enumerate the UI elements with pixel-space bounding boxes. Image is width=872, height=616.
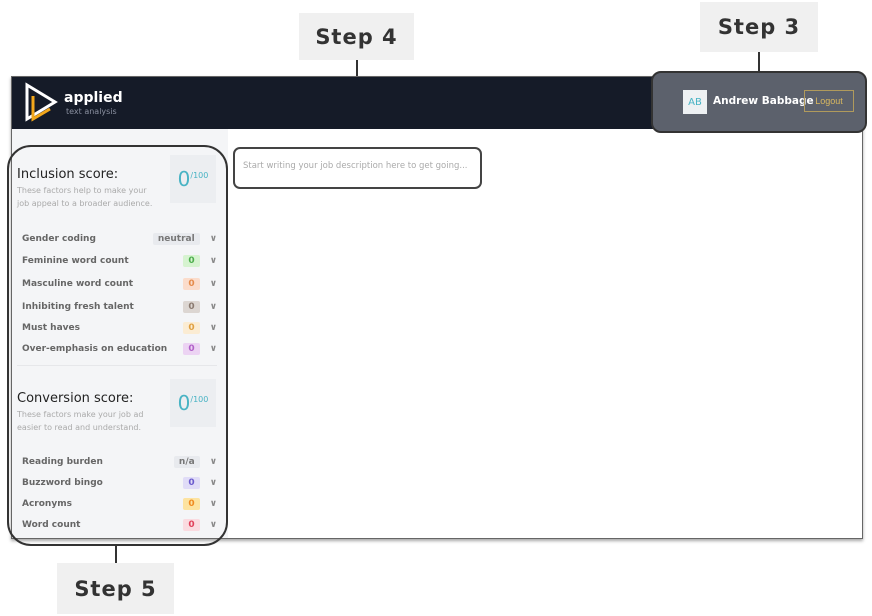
factor-label: Word count — [22, 520, 81, 530]
chevron-down-icon[interactable]: ∨ — [209, 256, 217, 266]
factor-badge: 0 — [183, 498, 200, 510]
factor-badge: n/a — [173, 456, 200, 468]
factor-label: Feminine word count — [22, 256, 129, 266]
step-3-label: Step 3 — [700, 2, 818, 52]
factor-row[interactable]: Over-emphasis on education 0 ∨ — [22, 342, 217, 356]
step-5-label: Step 5 — [57, 563, 174, 614]
step-3-connector — [758, 52, 760, 72]
brand-subtitle: text analysis — [66, 107, 117, 116]
factor-badge: 0 — [183, 519, 200, 531]
app-window: applied text analysis Inclusion score: T… — [11, 76, 863, 539]
chevron-down-icon[interactable]: ∨ — [209, 279, 217, 289]
conversion-score-max: /100 — [190, 394, 209, 404]
section-divider — [17, 365, 217, 366]
factor-label: Over-emphasis on education — [22, 344, 168, 354]
chevron-down-icon[interactable]: ∨ — [209, 457, 217, 467]
factor-row[interactable]: Inhibiting fresh talent 0 ∨ — [22, 300, 217, 314]
inclusion-section: Inclusion score: These factors help to m… — [17, 155, 217, 210]
sidebar-highlight — [7, 145, 228, 546]
factor-row[interactable]: Buzzword bingo 0 ∨ — [22, 476, 217, 490]
factor-label: Inhibiting fresh talent — [22, 302, 134, 312]
inclusion-score-max: /100 — [190, 170, 209, 180]
inclusion-description: These factors help to make your job appe… — [17, 186, 153, 208]
brand-name: applied — [64, 90, 123, 106]
factor-badge: 0 — [183, 278, 200, 290]
factor-badge: neutral — [152, 233, 200, 245]
factor-label: Gender coding — [22, 234, 96, 244]
logout-button[interactable]: Logout — [804, 90, 854, 112]
chevron-down-icon[interactable]: ∨ — [209, 302, 217, 312]
conversion-score: 0/100 — [170, 379, 216, 427]
step-4-label: Step 4 — [299, 13, 414, 60]
factor-label: Must haves — [22, 323, 80, 333]
applied-logo-icon — [25, 82, 58, 122]
factor-row[interactable]: Gender coding neutral ∨ — [22, 232, 217, 246]
inclusion-title: Inclusion score: — [17, 167, 119, 182]
factor-row[interactable]: Acronyms 0 ∨ — [22, 497, 217, 511]
factor-row[interactable]: Must haves 0 ∨ — [22, 321, 217, 335]
inclusion-score-value: 0 — [177, 167, 191, 191]
factor-badge: 0 — [183, 255, 200, 267]
factor-row[interactable]: Reading burden n/a ∨ — [22, 455, 217, 469]
conversion-score-value: 0 — [177, 391, 191, 415]
conversion-section: Conversion score: These factors make you… — [17, 379, 217, 434]
factor-badge: 0 — [183, 477, 200, 489]
conversion-description: These factors make your job ad easier to… — [17, 410, 144, 432]
chevron-down-icon[interactable]: ∨ — [209, 323, 217, 333]
user-area-highlight: AB Andrew Babbage Logout — [651, 71, 867, 133]
factor-label: Reading burden — [22, 457, 103, 467]
inclusion-score: 0/100 — [170, 155, 216, 203]
user-name: Andrew Babbage — [713, 95, 814, 107]
score-sidebar: Inclusion score: These factors help to m… — [12, 129, 228, 538]
conversion-title: Conversion score: — [17, 391, 134, 406]
chevron-down-icon[interactable]: ∨ — [209, 234, 217, 244]
chevron-down-icon[interactable]: ∨ — [209, 478, 217, 488]
factor-badge: 0 — [183, 301, 200, 313]
chevron-down-icon[interactable]: ∨ — [209, 499, 217, 509]
factor-row[interactable]: Masculine word count 0 ∨ — [22, 277, 217, 291]
factor-badge: 0 — [183, 322, 200, 334]
factor-row[interactable]: Feminine word count 0 ∨ — [22, 254, 217, 268]
chevron-down-icon[interactable]: ∨ — [209, 344, 217, 354]
factor-badge: 0 — [183, 343, 200, 355]
avatar: AB — [683, 90, 707, 114]
factor-label: Acronyms — [22, 499, 72, 509]
factor-label: Masculine word count — [22, 279, 134, 289]
step-5-connector — [115, 546, 117, 563]
job-description-input[interactable]: Start writing your job description here … — [233, 147, 482, 189]
factor-label: Buzzword bingo — [22, 478, 103, 488]
